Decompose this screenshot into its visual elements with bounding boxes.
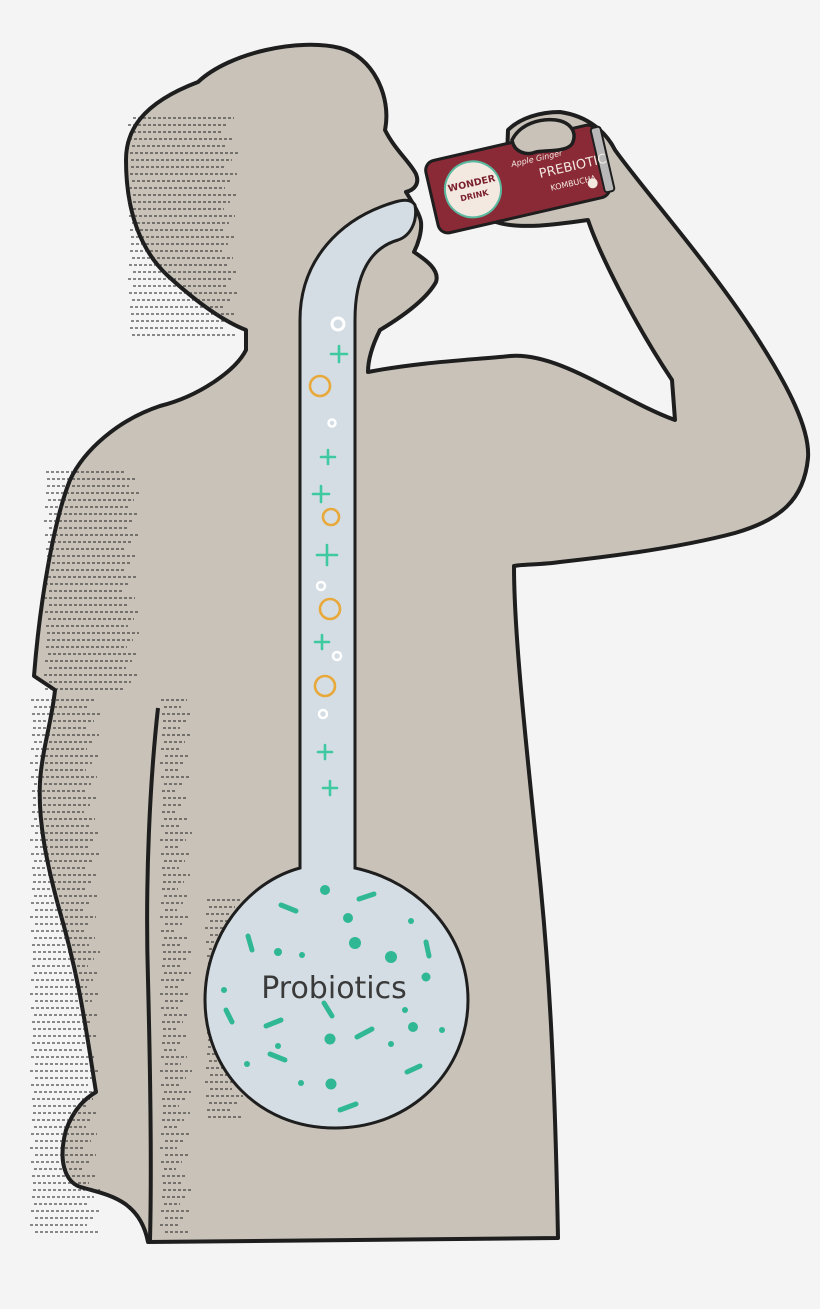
coccus-bacteria-icon: [298, 1080, 304, 1086]
rod-bacteria-icon: [263, 1017, 284, 1029]
coccus-bacteria-icon: [274, 948, 282, 956]
bubble-icon: [331, 650, 343, 662]
bubble-icon: [317, 708, 329, 720]
coccus-bacteria-icon: [325, 1078, 337, 1090]
stomach-label: Probiotics: [261, 971, 407, 1006]
coccus-bacteria-icon: [408, 918, 414, 924]
bubble-icon: [313, 674, 337, 698]
nutrient-particles: [308, 316, 349, 797]
plus-icon: [319, 448, 337, 466]
probiotic-bacteria: [221, 885, 445, 1113]
plus-icon: [315, 543, 339, 567]
coccus-bacteria-icon: [349, 937, 361, 949]
bubble-icon: [330, 316, 346, 332]
coccus-bacteria-icon: [343, 913, 353, 923]
plus-icon: [329, 344, 349, 364]
plus-icon: [321, 779, 339, 797]
rod-bacteria-icon: [245, 933, 255, 953]
rod-bacteria-icon: [278, 902, 299, 914]
coccus-bacteria-icon: [221, 987, 227, 993]
plus-icon: [311, 484, 331, 504]
plus-icon: [313, 633, 331, 651]
coccus-bacteria-icon: [385, 951, 397, 963]
rod-bacteria-icon: [423, 939, 432, 959]
bubble-icon: [308, 374, 332, 398]
digestive-tract: [203, 198, 470, 1130]
coccus-bacteria-icon: [388, 1041, 394, 1047]
plus-icon: [316, 743, 334, 761]
rod-bacteria-icon: [356, 891, 377, 902]
rod-bacteria-icon: [321, 1000, 335, 1019]
rod-bacteria-icon: [267, 1051, 288, 1063]
coccus-bacteria-icon: [408, 1022, 418, 1032]
bubble-icon: [318, 597, 342, 621]
rod-bacteria-icon: [223, 1007, 235, 1025]
coccus-bacteria-icon: [244, 1061, 250, 1067]
coccus-bacteria-icon: [275, 1043, 281, 1049]
kombucha-can: WONDER DRINK Apple Ginger PREBIOTIC KOMB…: [424, 123, 616, 235]
coccus-bacteria-icon: [439, 1027, 445, 1033]
coccus-bacteria-icon: [324, 1033, 336, 1045]
coccus-bacteria-icon: [299, 952, 305, 958]
bubble-icon: [327, 418, 337, 428]
organic-seal-icon: [587, 178, 598, 189]
rod-bacteria-icon: [337, 1101, 359, 1113]
coccus-bacteria-icon: [402, 1007, 408, 1013]
arm-contour-line: [145, 707, 160, 1241]
hand-fingers: [510, 117, 576, 156]
coccus-bacteria-icon: [421, 972, 431, 982]
rod-bacteria-icon: [354, 1026, 375, 1040]
bubble-icon: [321, 507, 341, 527]
brand-badge-icon: [443, 160, 502, 219]
bubble-icon: [315, 580, 327, 592]
coccus-bacteria-icon: [320, 885, 330, 895]
rod-bacteria-icon: [404, 1063, 423, 1075]
